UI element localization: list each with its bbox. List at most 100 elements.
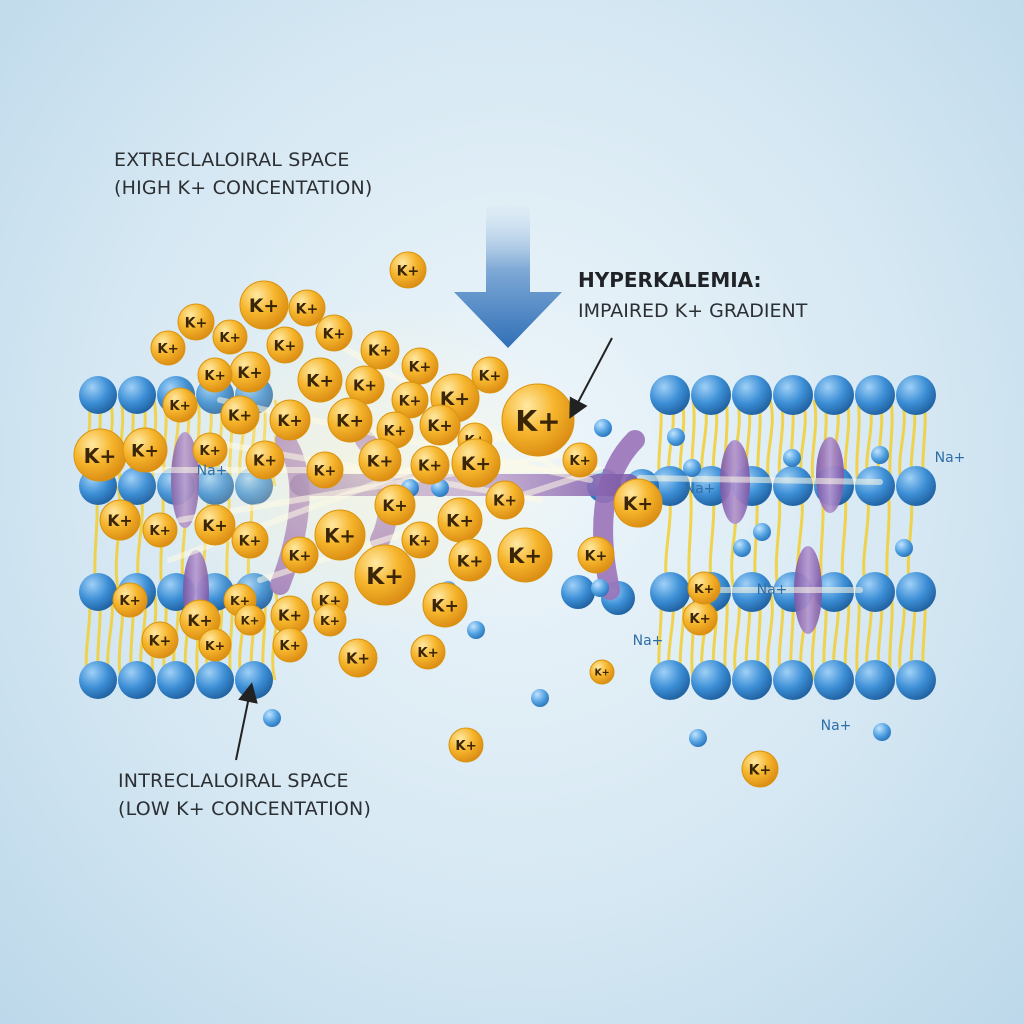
potassium-ion-label: K+ bbox=[399, 393, 422, 409]
lipid-tail bbox=[768, 400, 773, 486]
extracellular-line-1: EXTRECLALOIRAL SPACE bbox=[114, 146, 373, 174]
potassium-ion-label: K+ bbox=[204, 369, 225, 384]
potassium-ion: K+ bbox=[390, 252, 426, 288]
potassium-ion: K+ bbox=[402, 522, 438, 558]
hyperkalemia-pointer bbox=[574, 338, 612, 410]
lipid-tail bbox=[812, 400, 815, 486]
sodium-ion bbox=[871, 446, 889, 464]
potassium-ion-label: K+ bbox=[131, 442, 159, 462]
potassium-ion-label: K+ bbox=[169, 399, 190, 414]
potassium-ion: K+ bbox=[113, 583, 147, 617]
potassium-ion: K+ bbox=[273, 628, 307, 662]
potassium-ion: K+ bbox=[683, 601, 717, 635]
sodium-ion bbox=[733, 539, 751, 557]
phospholipid-head bbox=[814, 660, 854, 700]
sodium-ion bbox=[873, 723, 891, 741]
potassium-ion-label: K+ bbox=[418, 458, 442, 475]
potassium-ion: K+ bbox=[289, 290, 325, 326]
potassium-ion-label: K+ bbox=[107, 512, 132, 530]
intracellular-line-2: (LOW K+ CONCENTATION) bbox=[118, 795, 371, 823]
potassium-ion: K+ bbox=[232, 522, 268, 558]
potassium-ion-label: K+ bbox=[249, 296, 279, 317]
potassium-ion-label: K+ bbox=[397, 263, 420, 279]
potassium-ion-label: K+ bbox=[367, 451, 393, 470]
phospholipid-head bbox=[773, 466, 813, 506]
potassium-ion: K+ bbox=[486, 481, 524, 519]
potassium-ion-label: K+ bbox=[368, 343, 392, 360]
potassium-ion: K+ bbox=[163, 388, 197, 422]
potassium-ion-label: K+ bbox=[149, 633, 172, 649]
potassium-ion: K+ bbox=[151, 331, 185, 365]
intracellular-space-label: INTRECLALOIRAL SPACE (LOW K+ CONCENTATIO… bbox=[118, 767, 371, 823]
sodium-ion bbox=[591, 579, 609, 597]
potassium-ion-label: K+ bbox=[119, 594, 140, 609]
potassium-ion: K+ bbox=[123, 428, 167, 472]
potassium-ion-label: K+ bbox=[205, 638, 225, 653]
potassium-ion-label: K+ bbox=[323, 326, 346, 342]
potassium-ion: K+ bbox=[267, 327, 303, 363]
potassium-ion-label: K+ bbox=[202, 517, 227, 535]
potassium-ion-label: K+ bbox=[185, 315, 208, 331]
potassium-ion-label: K+ bbox=[409, 533, 432, 549]
potassium-ion: K+ bbox=[498, 528, 552, 582]
potassium-ion-label: K+ bbox=[320, 613, 340, 628]
potassium-ion: K+ bbox=[221, 396, 259, 434]
lipid-tail bbox=[857, 400, 859, 486]
potassium-ion-label: K+ bbox=[239, 533, 262, 549]
phospholipid-head bbox=[650, 375, 690, 415]
potassium-ion-label: K+ bbox=[446, 512, 474, 532]
hyperkalemia-title: HYPERKALEMIA: bbox=[578, 268, 762, 292]
potassium-ion: K+ bbox=[423, 583, 467, 627]
potassium-ion-label: K+ bbox=[336, 412, 364, 432]
sodium-ion bbox=[594, 419, 612, 437]
potassium-ion: K+ bbox=[452, 439, 500, 487]
potassium-ion-label: K+ bbox=[409, 359, 432, 375]
phospholipid-head bbox=[896, 466, 936, 506]
sodium-ion-label: Na+ bbox=[935, 450, 966, 466]
potassium-ion-label: K+ bbox=[457, 551, 483, 570]
sodium-ion bbox=[467, 621, 485, 639]
potassium-ion-label: K+ bbox=[187, 612, 212, 630]
phospholipid-head bbox=[773, 660, 813, 700]
potassium-ion-label: K+ bbox=[324, 525, 355, 548]
potassium-ion: K+ bbox=[235, 605, 265, 635]
phospholipid-head bbox=[855, 466, 895, 506]
phospholipid-head bbox=[732, 660, 772, 700]
potassium-ion-label: K+ bbox=[346, 651, 370, 668]
potassium-ion-label: K+ bbox=[157, 342, 178, 357]
potassium-ion: K+ bbox=[502, 384, 574, 456]
phospholipid-head bbox=[691, 375, 731, 415]
channel-protein bbox=[816, 437, 844, 513]
potassium-ion: K+ bbox=[199, 629, 231, 661]
phospholipid-head bbox=[650, 660, 690, 700]
phospholipid-head bbox=[691, 660, 731, 700]
potassium-ion-label: K+ bbox=[306, 372, 334, 392]
potassium-ion: K+ bbox=[74, 429, 126, 481]
potassium-ion: K+ bbox=[449, 728, 483, 762]
potassium-ion: K+ bbox=[195, 505, 235, 545]
flux-streak bbox=[640, 478, 880, 482]
potassium-ion-label: K+ bbox=[689, 612, 710, 627]
phospholipid-head bbox=[79, 661, 117, 699]
phospholipid-head bbox=[896, 660, 936, 700]
hyperkalemia-subtitle: IMPAIRED K+ GRADIENT bbox=[578, 300, 807, 322]
sodium-ion bbox=[895, 539, 913, 557]
potassium-ion: K+ bbox=[688, 572, 720, 604]
sodium-ion-label: Na+ bbox=[757, 582, 788, 598]
potassium-ion: K+ bbox=[213, 320, 247, 354]
phospholipid-head bbox=[196, 661, 234, 699]
sodium-ion bbox=[263, 709, 281, 727]
potassium-ion-label: K+ bbox=[237, 364, 262, 382]
lipid-tail bbox=[689, 486, 691, 590]
potassium-ion: K+ bbox=[328, 398, 372, 442]
phospholipid-head bbox=[118, 661, 156, 699]
potassium-ion: K+ bbox=[563, 443, 597, 477]
intracellular-line-1: INTRECLALOIRAL SPACE bbox=[118, 767, 371, 795]
potassium-ion-label: K+ bbox=[241, 614, 260, 628]
sodium-ion bbox=[783, 449, 801, 467]
phospholipid-head bbox=[732, 375, 772, 415]
potassium-ion-label: K+ bbox=[508, 543, 542, 568]
phospholipid-head bbox=[561, 575, 595, 609]
potassium-ion-label: K+ bbox=[749, 762, 772, 778]
phospholipid-head bbox=[79, 573, 117, 611]
